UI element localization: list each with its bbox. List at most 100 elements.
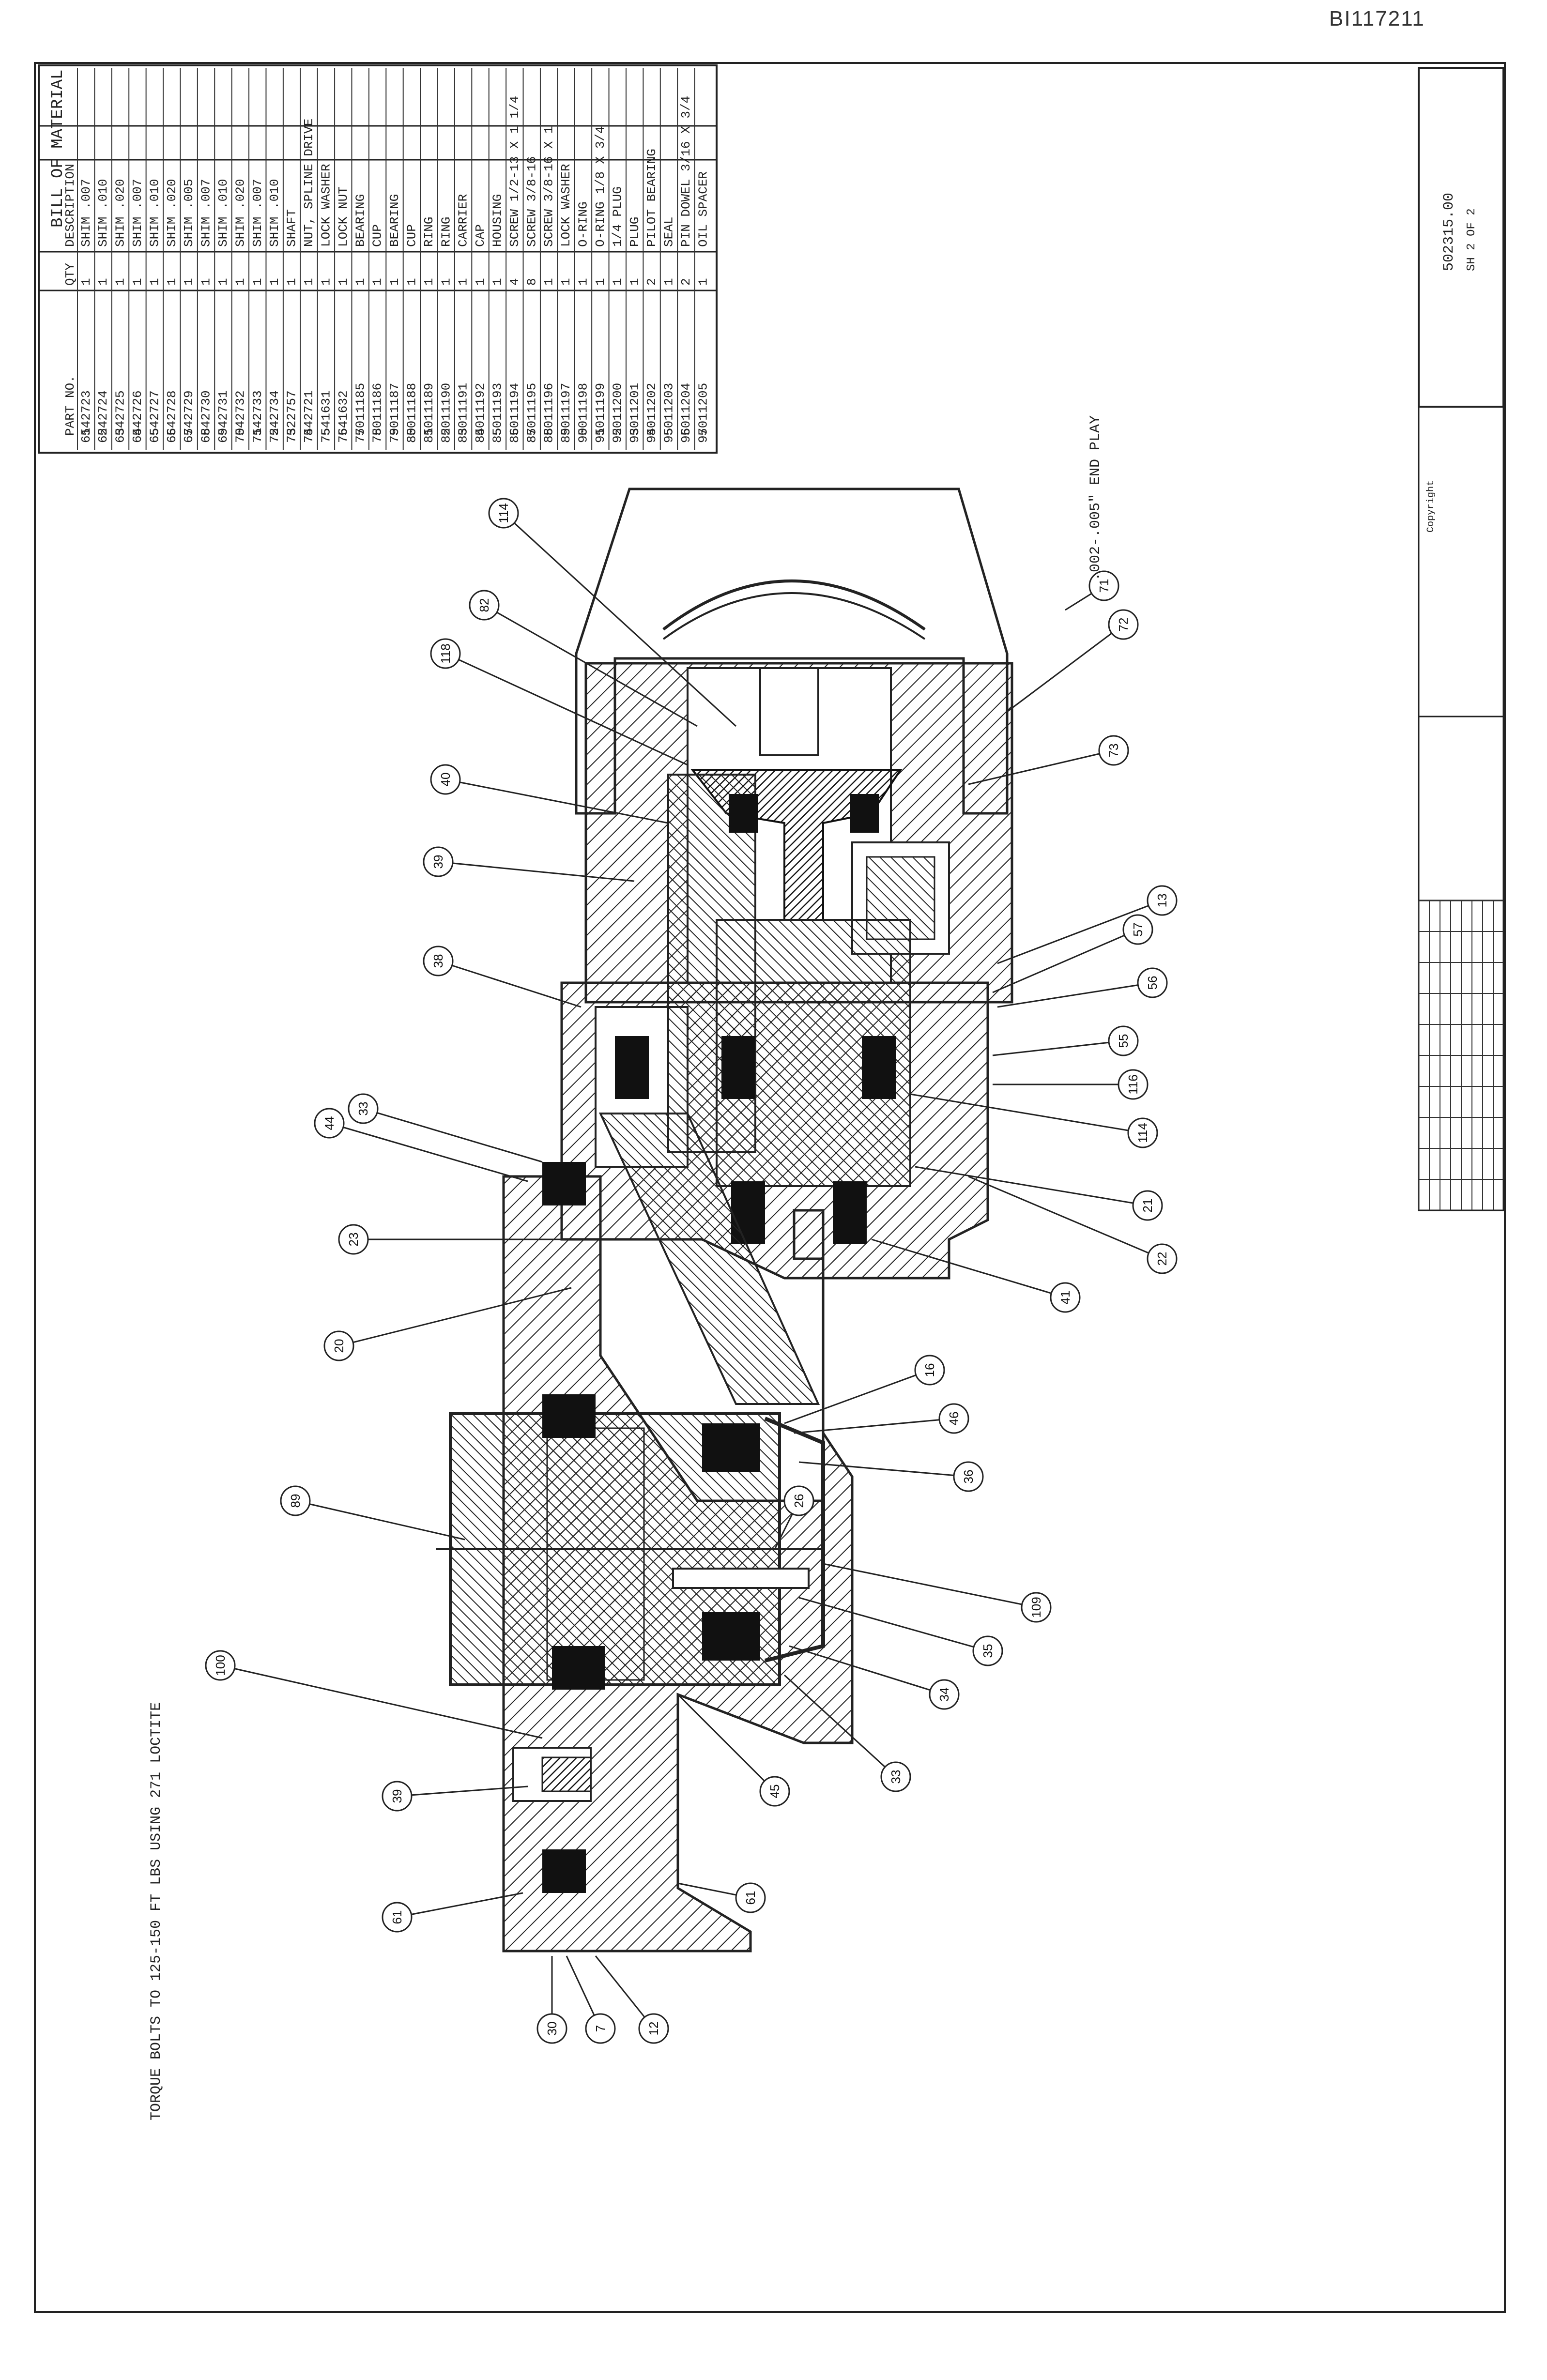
bom-item-number: 76 [336,428,351,443]
part-balloon [382,1781,413,1812]
bom-part-number: 5011197 [559,383,573,436]
part-balloon [914,1355,945,1386]
bom-quantity: 1 [628,278,642,286]
part-balloon [1088,570,1119,601]
bom-item-number: 77 [353,428,368,443]
bom-item-number: 95 [662,428,676,443]
bom-quantity: 1 [250,278,265,286]
part-balloon [423,946,454,976]
bom-item-number: 78 [370,428,385,443]
part-balloon-label: 61 [743,1891,758,1905]
bom-item-number: 71 [250,428,265,443]
bom-item-number: 68 [199,428,214,443]
bom-description: SHIM .007 [199,179,214,247]
bom-quantity: 1 [302,278,316,286]
bom-quantity: 1 [233,278,247,286]
bom-part-number: 542724 [96,390,110,436]
bom-item-number: 88 [542,428,556,443]
bom-description: CUP [370,224,385,247]
leader-line [677,1693,776,1792]
leader-line [823,1563,1037,1608]
bom-part-number: 541631 [319,390,333,436]
bom-quantity: 1 [473,278,488,286]
bom-item-number: 94 [644,428,659,443]
part-balloon [972,1635,1003,1666]
bom-quantity: 1 [96,278,110,286]
part-balloon-label: 30 [545,2022,559,2036]
copyright-note: Copyright [1425,480,1437,533]
bom-description: SCREW 1/2-13 X 1 1/4 [507,96,522,247]
bom-description: SHIM .020 [113,179,128,247]
bom-description: SHIM .007 [250,179,265,247]
bom-description: PIN DOWEL 3/16 X 3/4 [679,96,693,247]
part-balloon [430,764,461,795]
part-balloon-label: 39 [390,1789,404,1803]
bom-part-number: 542726 [130,390,145,436]
part-balloon [430,638,461,669]
bom-item-number: 96 [679,428,693,443]
leader-line [968,1175,1163,1260]
bom-part-number: 5011187 [387,383,402,436]
part-balloon [338,1224,369,1255]
bom-quantity: 2 [644,278,659,286]
part-balloon [880,1761,911,1792]
bom-description: SHIM .010 [96,179,110,247]
bom-item-number: 86 [507,428,522,443]
bom-part-number: 542725 [113,390,128,436]
bom-quantity: 1 [404,278,419,286]
part-balloon-label: 114 [496,503,511,523]
leader-line [329,1122,528,1182]
part-balloon-label: 33 [356,1102,370,1116]
bom-description: BEARING [353,194,368,247]
part-balloon [585,2013,616,2044]
part-balloon-label: 71 [1097,579,1111,593]
leader-line [997,900,1163,964]
bom-description: NUT, SPLINE DRIVE [302,119,316,247]
part-balloon-label: 73 [1106,744,1121,758]
bom-quantity: 1 [422,278,436,286]
part-balloon-label: 116 [1126,1074,1140,1094]
part-balloon-label: 109 [1029,1597,1043,1617]
sheet-number: SH 2 OF 2 [1465,208,1478,271]
bom-part-number: 542734 [267,390,282,436]
part-balloon [1147,1243,1178,1274]
part-balloon [423,846,454,877]
part-balloon-label: 36 [961,1470,976,1484]
part-balloon-label: 114 [1135,1123,1150,1143]
bom-description: SHIM .005 [182,179,196,247]
bom-description: CAP [473,224,488,247]
bom-description: BEARING [387,194,402,247]
bom-item-number: 73 [285,428,299,443]
leader-line [295,1500,465,1541]
bom-header: QTY [63,263,77,286]
bom-part-number: 542729 [182,390,196,436]
document-id: BI117211 [1329,7,1425,31]
part-balloon-label: 34 [937,1688,951,1702]
bom-part-number: 5011202 [644,383,659,436]
drawing-number: 502315.00 [1441,193,1457,271]
part-balloon-label: 44 [322,1116,337,1130]
part-balloon-label: 45 [767,1785,782,1799]
bom-description: SHAFT [285,209,299,247]
leader-line [220,1664,543,1739]
bom-part-number: 542721 [302,390,316,436]
bom-item-number: 67 [182,428,196,443]
bom-item-number: 91 [593,428,608,443]
bom-quantity: 1 [319,278,333,286]
bom-item-number: 72 [267,428,282,443]
bom-part-number: 5011204 [679,383,693,436]
leader-line [397,1892,523,1918]
bom-item-number: 61 [79,428,93,443]
part-balloon [1108,609,1139,640]
bom-description: RING [422,217,436,247]
bom-part-number: 5011193 [490,383,505,436]
bom-description: SCREW 3/8-16 X 1 [542,126,556,247]
bom-item-number: 90 [576,428,591,443]
bom-quantity: 1 [147,278,162,286]
bom-quantity: 1 [285,278,299,286]
bom-item-number: 81 [422,428,436,443]
part-balloon [735,1882,766,1913]
drawing-sheet [34,62,1506,2313]
bom-item-number: 63 [113,428,128,443]
